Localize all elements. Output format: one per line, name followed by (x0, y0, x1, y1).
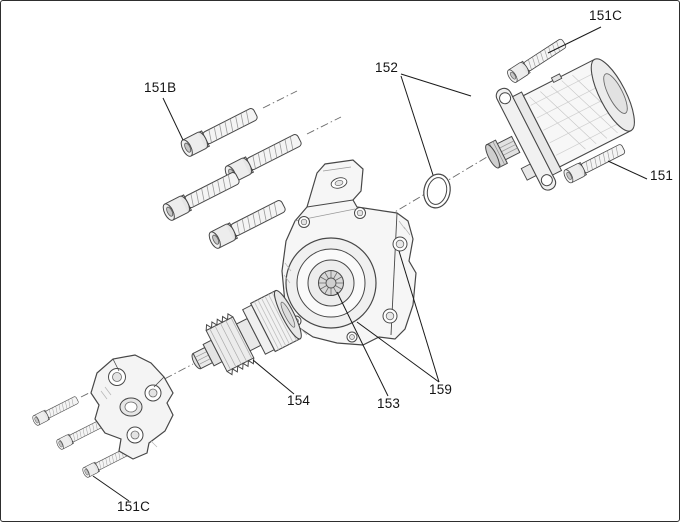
leader-lines (92, 26, 648, 502)
mounting-bracket (90, 354, 174, 460)
part-label-153: 153 (377, 396, 401, 411)
part-label-151b: 151B (144, 80, 177, 95)
starter-drive-gear-assembly (191, 289, 302, 376)
part-label-152: 152 (375, 60, 399, 75)
leader-153 (336, 291, 389, 397)
leader-154 (252, 359, 295, 395)
leader-151b (162, 97, 184, 141)
leader-152-b (400, 75, 434, 176)
part-label-159: 159 (429, 382, 453, 397)
gear-housing-cover (281, 159, 417, 346)
leader-152-a (400, 73, 472, 97)
part-label-151: 151 (650, 168, 674, 183)
leader-151c-bottom (92, 475, 130, 502)
leader-159-a (398, 250, 440, 383)
bolt-group-151b (160, 104, 304, 251)
starter-motor (485, 58, 635, 191)
leader-151c-top (547, 26, 602, 54)
leader-159-b (356, 321, 440, 383)
leader-151 (607, 160, 648, 180)
assembly-axis-lines (80, 90, 488, 398)
part-label-151c-top: 151C (589, 8, 623, 23)
part-label-151c-bottom: 151C (117, 499, 151, 514)
part-label-154: 154 (287, 393, 311, 408)
o-ring (423, 173, 451, 209)
